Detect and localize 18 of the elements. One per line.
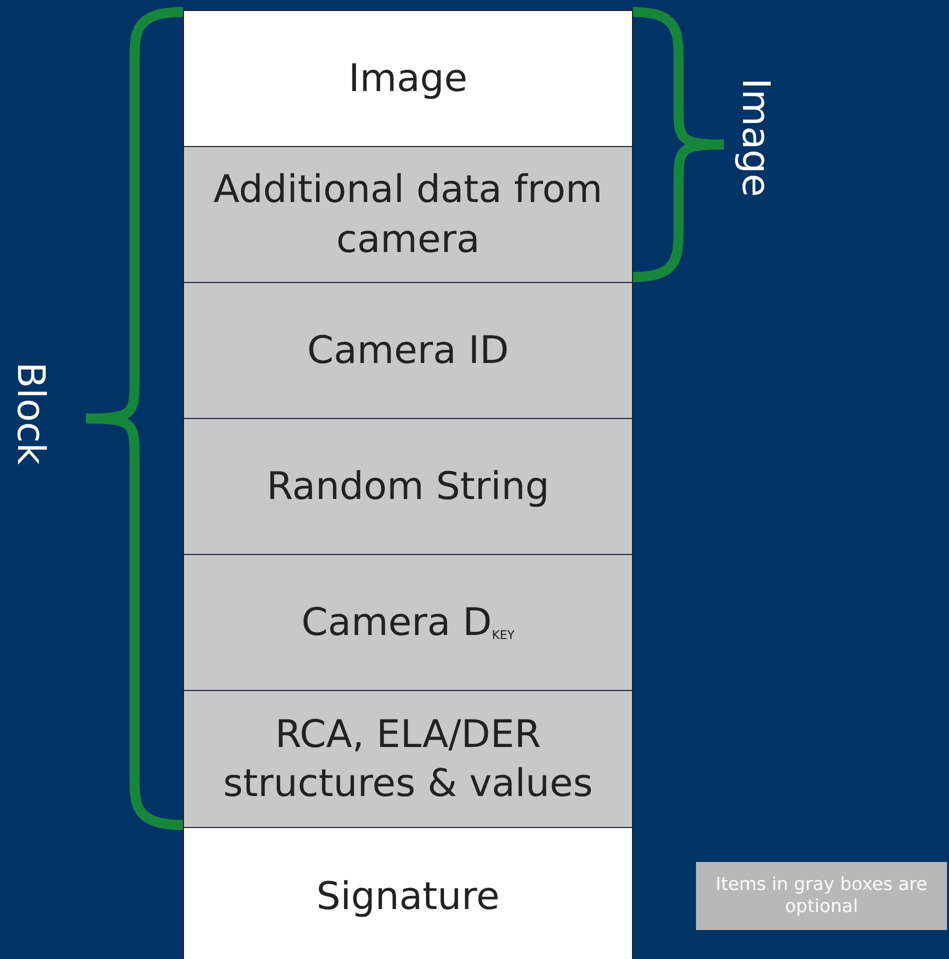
field-row [183,554,633,691]
field-label: Camera D$_{KEY}$ [300,598,516,646]
brace-label: Block [12,362,50,465]
field-row [183,418,633,555]
field-row [183,282,633,419]
field-label: Signature [315,873,501,920]
field-row [183,146,633,283]
note-box [696,862,947,930]
field-label: Camera ID [306,326,510,374]
field-label: Random String [266,462,550,510]
brace-label: Image [737,78,775,198]
field-row [183,827,633,959]
note-text: Items in gray boxes are optional [714,874,928,918]
field-label: RCA, ELA/DER structures & values [222,710,594,807]
field-label: Additional data from camera [212,166,604,262]
field-row [183,10,633,147]
field-row [183,690,633,828]
field-label: Image [347,54,468,102]
